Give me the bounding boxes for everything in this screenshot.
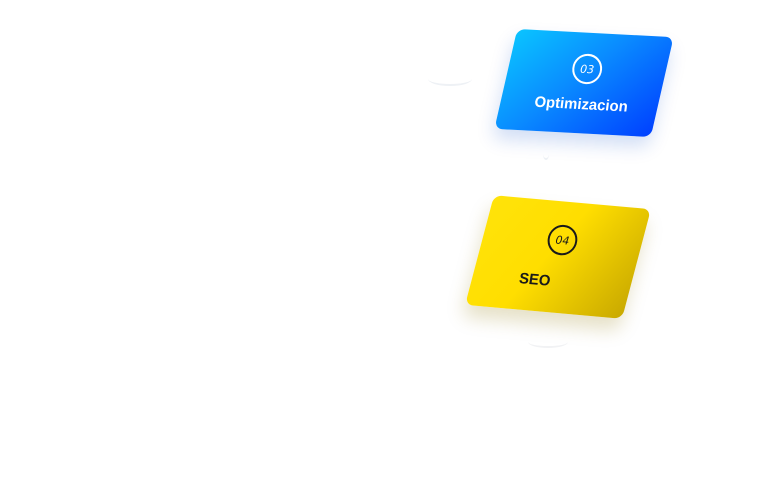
step-card-title: SEO	[518, 269, 552, 290]
step-card-seo: 04 SEO	[465, 195, 651, 319]
step-number-badge: 03	[571, 52, 604, 85]
step-card-optimizacion: 03 Optimizacion	[494, 28, 674, 138]
decorative-arc	[528, 336, 568, 348]
step-card-title: Optimizacion	[533, 93, 629, 116]
step-number-badge: 04	[546, 223, 580, 257]
decorative-arc	[428, 72, 472, 86]
decorative-arc	[543, 148, 549, 160]
